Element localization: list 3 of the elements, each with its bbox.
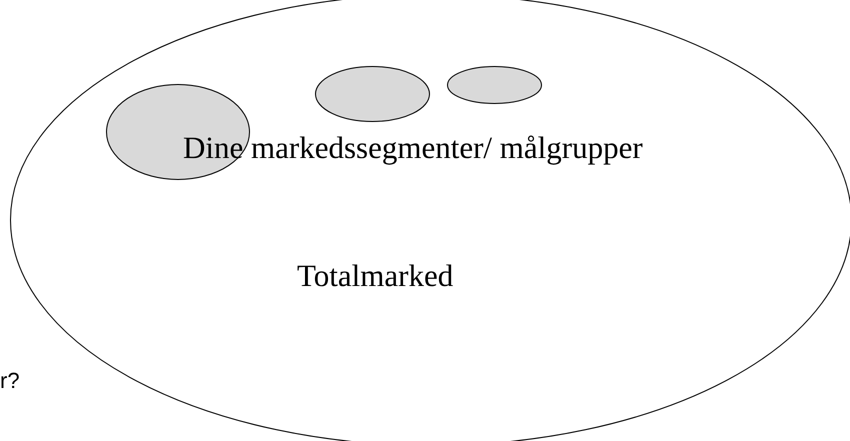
- question-text: r?: [0, 368, 20, 394]
- segment-label: Dine markedssegmenter/ målgrupper: [183, 130, 643, 166]
- market-label: Totalmarked: [297, 258, 454, 294]
